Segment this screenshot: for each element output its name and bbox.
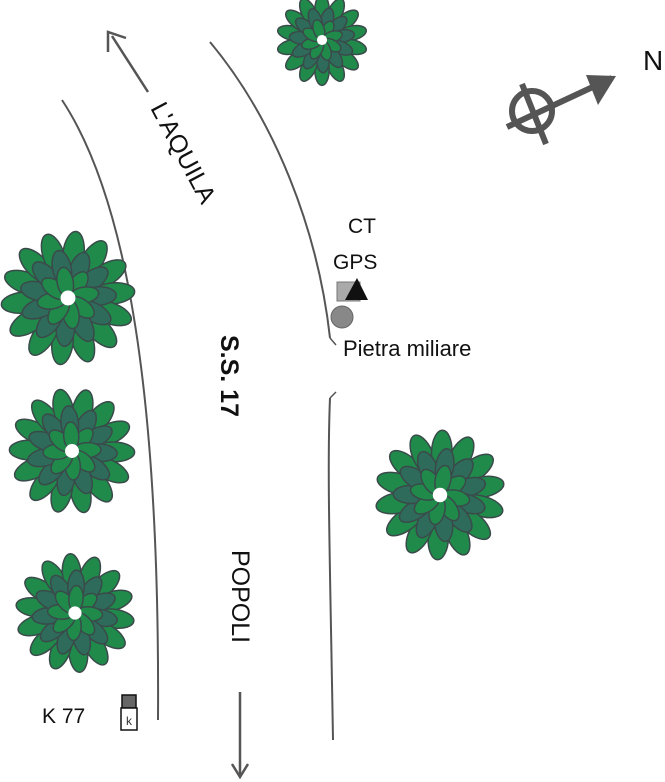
road-edge-right-upper <box>209 41 331 339</box>
trees-layer <box>0 0 505 673</box>
tree-icon <box>276 0 368 87</box>
tree-icon <box>8 388 136 514</box>
tree-center <box>60 290 76 306</box>
arrow-up-icon <box>106 30 150 93</box>
road-edge-right-lower <box>327 397 334 741</box>
direction-label-popoli: POPOLI <box>226 550 254 643</box>
tree-icon <box>375 429 505 561</box>
km-sign-letter: k <box>126 714 133 728</box>
direction-label-laquila: L'AQUILA <box>145 98 222 209</box>
road-edge-left <box>61 99 160 721</box>
ct-label: CT <box>348 215 376 238</box>
north-label: N <box>643 45 663 76</box>
km-marker-label: K 77 <box>42 705 85 728</box>
arrow-down-icon <box>230 692 250 780</box>
tree-center <box>432 487 448 503</box>
tree-center <box>68 606 82 620</box>
compass-north-arrow-icon <box>505 75 616 146</box>
road-name-label: S.S. 17 <box>215 335 243 417</box>
tree-center <box>65 444 79 458</box>
tree-center <box>316 34 328 46</box>
ct-triangle-icon <box>345 278 368 300</box>
tree-icon <box>0 230 136 366</box>
milestone-label: Pietra miliare <box>343 336 471 361</box>
gps-label: GPS <box>333 251 377 274</box>
km-sign-icon: k <box>120 694 138 731</box>
tree-icon <box>15 553 135 673</box>
side-road-edge-top <box>329 337 337 346</box>
side-road-edge-bottom <box>329 391 337 399</box>
milestone-circle-icon <box>330 305 354 329</box>
